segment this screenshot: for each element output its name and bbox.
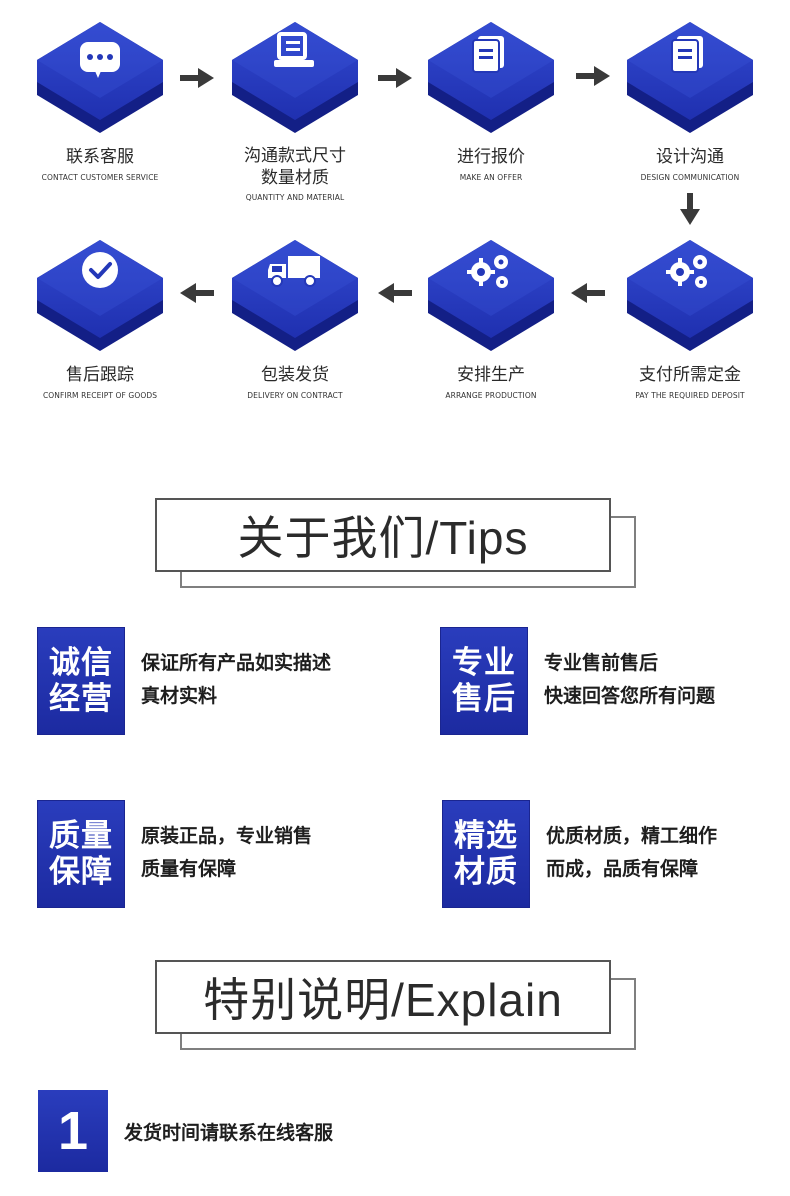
hex-tile (232, 22, 358, 133)
note-text: 发货时间请联系在线客服 (124, 1122, 334, 1144)
gears-icon (467, 255, 508, 288)
arrow-right-icon (576, 66, 610, 86)
feature-badge: 质量保障 (37, 800, 125, 908)
process-step-production: 安排生产 ARRANGE PRODUCTION (401, 238, 581, 400)
arrow-left-icon (180, 283, 214, 303)
step-title: 进行报价 (457, 147, 525, 167)
feature-badge: 精选材质 (442, 800, 530, 908)
step-title: 售后跟踪 (66, 365, 134, 385)
hex-tile (232, 240, 358, 351)
feature-badge: 诚信经营 (37, 627, 125, 735)
tips-heading-box: 关于我们/Tips (155, 498, 637, 590)
process-step-after-sales: 售后跟踪 CONFIRM RECEIPT OF GOODS (10, 238, 190, 400)
feature-integrity: 诚信经营 保证所有产品如实描述真材实料 (37, 627, 407, 735)
document-icon (472, 36, 504, 73)
step-title-line2: 数量材质 (261, 168, 329, 188)
arrow-left-icon (571, 283, 605, 303)
feature-description: 保证所有产品如实描述真材实料 (141, 652, 332, 707)
feature-material: 精选材质 优质材质，精工细作而成，品质有保障 (442, 800, 785, 908)
step-title: 安排生产 (457, 365, 525, 385)
step-subtitle: MAKE AN OFFER (459, 173, 523, 182)
hex-tile (627, 22, 753, 133)
hex-tile (428, 22, 554, 133)
hex-tile (428, 240, 554, 351)
feature-description: 原装正品，专业销售质量有保障 (141, 825, 313, 880)
process-step-contact: 联系客服 CONTACT CUSTOMER SERVICE (10, 20, 190, 182)
step-subtitle: ARRANGE PRODUCTION (445, 391, 537, 400)
clipboard-list-icon (274, 32, 314, 67)
feature-after-sales: 专业售后 专业售前售后快速回答您所有问题 (440, 627, 785, 735)
step-subtitle: DESIGN COMMUNICATION (640, 173, 740, 182)
step-subtitle: PAY THE REQUIRED DEPOSIT (635, 391, 745, 400)
process-step-quantity: 沟通款式尺寸 数量材质 QUANTITY AND MATERIAL (205, 20, 385, 202)
hex-tile (37, 22, 163, 133)
feature-badge: 专业售后 (440, 627, 528, 735)
feature-description: 优质材质，精工细作而成，品质有保障 (546, 825, 718, 880)
note-number-badge: 1 (38, 1090, 108, 1172)
process-step-delivery: 包装发货 DELIVERY ON CONTRACT (205, 238, 385, 400)
arrow-right-icon (378, 68, 412, 88)
arrow-right-icon (180, 68, 214, 88)
hex-tile (37, 240, 163, 351)
step-title: 联系客服 (66, 147, 134, 167)
truck-icon (268, 256, 320, 287)
feature-description: 专业售前售后快速回答您所有问题 (544, 652, 716, 707)
document-icon (671, 36, 703, 73)
step-title: 支付所需定金 (639, 365, 741, 385)
process-step-offer: 进行报价 MAKE AN OFFER (401, 20, 581, 182)
check-circle-icon (82, 252, 118, 288)
explain-heading-box: 特别说明/Explain (155, 960, 637, 1052)
step-subtitle: QUANTITY AND MATERIAL (245, 193, 345, 202)
step-subtitle: DELIVERY ON CONTRACT (247, 391, 343, 400)
gears-icon (666, 255, 707, 288)
arrow-down-icon (680, 193, 700, 225)
step-subtitle: CONFIRM RECEIPT OF GOODS (42, 391, 158, 400)
step-title: 设计沟通 (656, 147, 724, 167)
step-subtitle: CONTACT CUSTOMER SERVICE (41, 173, 159, 182)
step-title-line1: 沟通款式尺寸 (244, 146, 346, 166)
hex-tile (627, 240, 753, 351)
tips-heading: 关于我们/Tips (237, 512, 529, 564)
step-title: 包装发货 (261, 365, 329, 385)
feature-quality: 质量保障 原装正品，专业销售质量有保障 (37, 800, 407, 908)
process-step-design: 设计沟通 DESIGN COMMUNICATION (600, 20, 780, 182)
chat-bubble-icon (80, 42, 120, 78)
arrow-left-icon (378, 283, 412, 303)
process-step-deposit: 支付所需定金 PAY THE REQUIRED DEPOSIT (600, 238, 780, 400)
explain-heading: 特别说明/Explain (203, 974, 563, 1026)
